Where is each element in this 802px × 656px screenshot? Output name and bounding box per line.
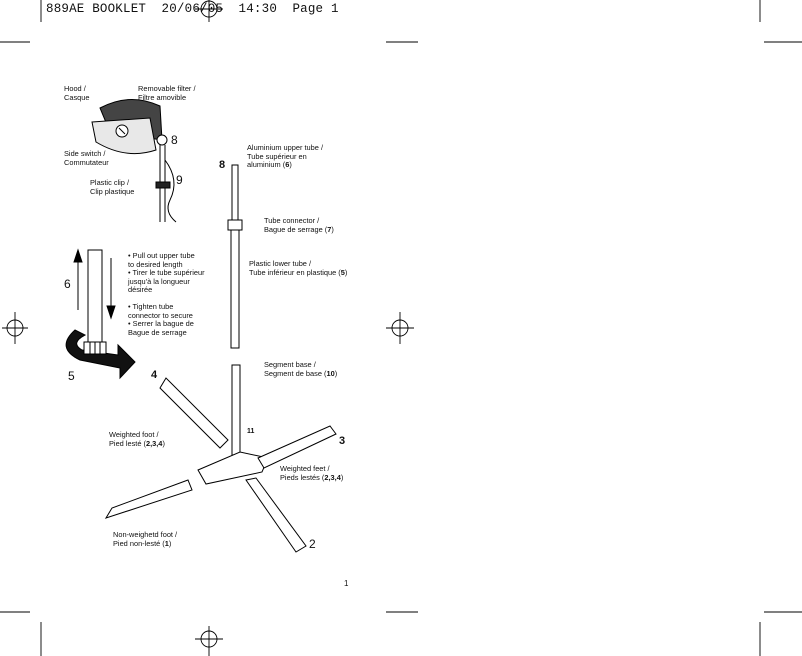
part-number-11: 11	[247, 428, 255, 435]
part-number-2: 2	[309, 537, 316, 551]
removable-filter-label: Removable filter /Filtre amovible	[138, 84, 196, 102]
part-number-5: 5	[68, 369, 75, 383]
hood-label: Hood /Casque	[64, 84, 90, 102]
part-number-8-tube: 8	[219, 159, 226, 171]
part-number-6: 6	[64, 277, 71, 291]
non-weighted-foot-label: Non-weighetd foot / Pied non-lesté (1)	[113, 530, 178, 548]
instruction-pull-en: • Pull out upper tube to desired length	[128, 251, 195, 269]
part-number-9: 9	[176, 173, 183, 187]
pole-drawing	[227, 164, 243, 349]
segment-base-label: Segment base / Segment de base (10)	[264, 360, 338, 378]
part-number-8-hood: 8	[171, 133, 178, 147]
weighted-feet-label: Weighted feet / Pieds lestés (2,3,4)	[280, 464, 344, 482]
instruction-pull-fr: • Tirer le tube supérieur jusqu'à la lon…	[128, 268, 205, 295]
plastic-clip-label: Plastic clip /Clip plastique	[90, 178, 135, 196]
print-header: 889AE BOOKLET 20/06/05 14:30 Page 1	[46, 2, 339, 16]
page-number: 1	[344, 579, 349, 588]
weighted-foot-label: Weighted foot / Pied lesté (2,3,4)	[109, 430, 165, 448]
part-number-3: 3	[339, 435, 346, 447]
hood-drawing	[91, 98, 177, 223]
instruction-tighten-en: • Tighten tube connector to secure	[128, 302, 193, 320]
tube-extension-drawing	[65, 248, 136, 380]
base-drawing	[104, 364, 337, 553]
lower-tube-label: Plastic lower tube / Tube inférieur en p…	[249, 259, 348, 277]
tube-connector-label: Tube connector / Bague de serrage (7)	[264, 216, 334, 234]
upper-tube-label: Aluminium upper tube /Tube supérieur en …	[247, 143, 323, 170]
registration-target-icon	[2, 0, 414, 656]
instruction-tighten-fr: • Serrer la bague de Bague de serrage	[128, 319, 194, 337]
part-number-4: 4	[151, 369, 158, 381]
side-switch-label: Side switch /Commutateur	[64, 149, 109, 167]
